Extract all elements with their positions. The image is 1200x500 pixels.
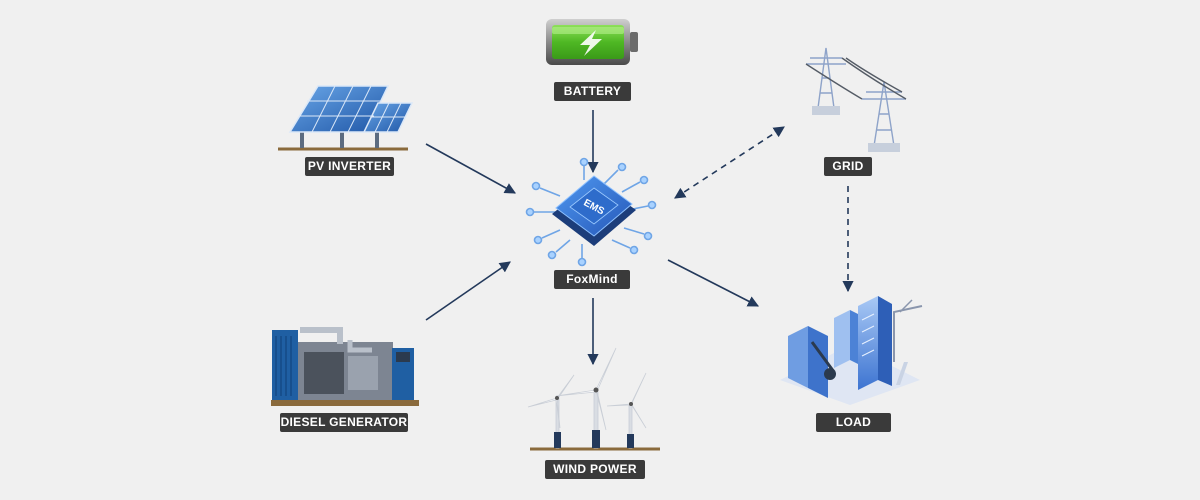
arrow-ems-to-load [667, 259, 759, 307]
battery-label: BATTERY [554, 82, 631, 101]
transmission-tower-icon [805, 47, 907, 152]
solar-panel-icon [278, 85, 414, 151]
load-label: LOAD [816, 413, 891, 432]
ems-chip-icon: EMS [525, 157, 657, 267]
city-buildings-icon [780, 296, 923, 405]
foxmind-label: FoxMind [554, 270, 630, 289]
diesel-generator-icon [271, 327, 419, 406]
arrow-diesel-to-ems [425, 261, 511, 321]
pv-inverter-label: PV INVERTER [305, 157, 394, 176]
battery-icon [546, 19, 638, 65]
wind-turbine-icon [527, 347, 660, 451]
arrow-ems-grid-bidirectional [674, 126, 785, 199]
grid-label: GRID [824, 157, 872, 176]
connection-arrows [425, 110, 854, 366]
arrow-pv-to-ems [425, 143, 516, 194]
diesel-generator-label: DIESEL GENERATOR [280, 413, 408, 432]
wind-power-label: WIND POWER [545, 460, 645, 479]
